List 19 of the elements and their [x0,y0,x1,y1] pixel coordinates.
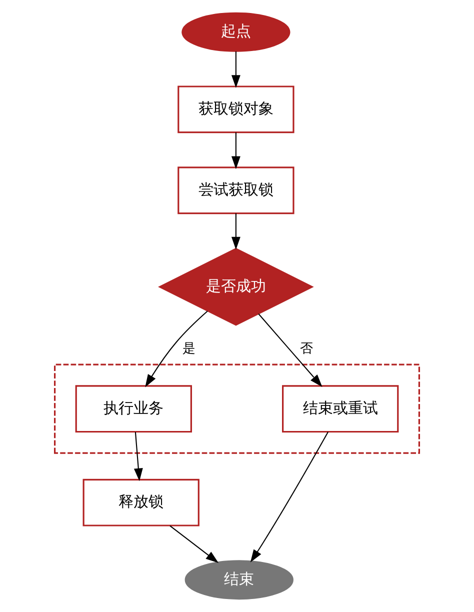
arrow [134,432,143,482]
arrow [145,310,208,388]
node-box: 尝试获取锁 [178,166,294,214]
node-ellipse: 结束 [184,560,294,600]
arrow [170,525,219,564]
edge-label: 是 [182,341,196,356]
node-box: 结束或重试 [282,385,399,433]
node-ellipse: 起点 [182,12,290,52]
arrow [258,314,322,388]
node-box: 执行业务 [75,385,192,433]
node-diamond: 是否成功 [158,248,314,326]
node-box: 获取锁对象 [178,86,294,134]
arrow [231,51,240,88]
node-box: 释放锁 [82,478,200,526]
arrow [250,432,329,562]
cluster [54,364,420,454]
arrow [231,213,240,250]
edge-label: 否 [300,341,313,356]
arrow [231,132,240,170]
